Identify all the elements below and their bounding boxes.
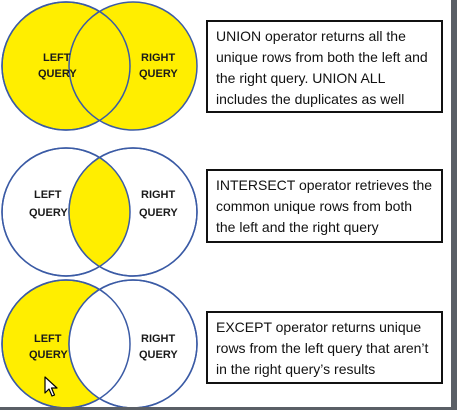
intersect-description: INTERSECT operator retrieves the common … [206,169,443,243]
right-query-circle [68,1,198,131]
left-label-line2: QUERY [38,68,77,80]
right-label-line2: QUERY [139,207,178,219]
union-description: UNION operator returns all the unique ro… [206,20,443,113]
right-label-line1: RIGHT [141,189,176,201]
right-label-line1: RIGHT [141,333,176,345]
left-label-line2: QUERY [29,349,68,361]
right-label-line2: QUERY [139,68,178,80]
except-venn-diagram: LEFT QUERY RIGHT QUERY [0,276,206,410]
right-label-line1: RIGHT [141,52,176,64]
except-description: EXCEPT operator returns unique rows from… [206,311,443,384]
right-label-line2: QUERY [139,349,178,361]
left-label-line1: LEFT [43,52,71,64]
left-label-line2: QUERY [29,207,68,219]
window-edge-right [451,0,457,410]
intersect-venn-diagram: LEFT QUERY RIGHT QUERY [0,142,206,282]
left-label-line1: LEFT [34,333,62,345]
union-venn-diagram: LEFT QUERY RIGHT QUERY [0,0,206,140]
window-edge-bottom [0,407,457,410]
intersection-region [69,148,130,276]
mouse-pointer-icon [44,376,58,403]
left-label-line1: LEFT [34,189,62,201]
